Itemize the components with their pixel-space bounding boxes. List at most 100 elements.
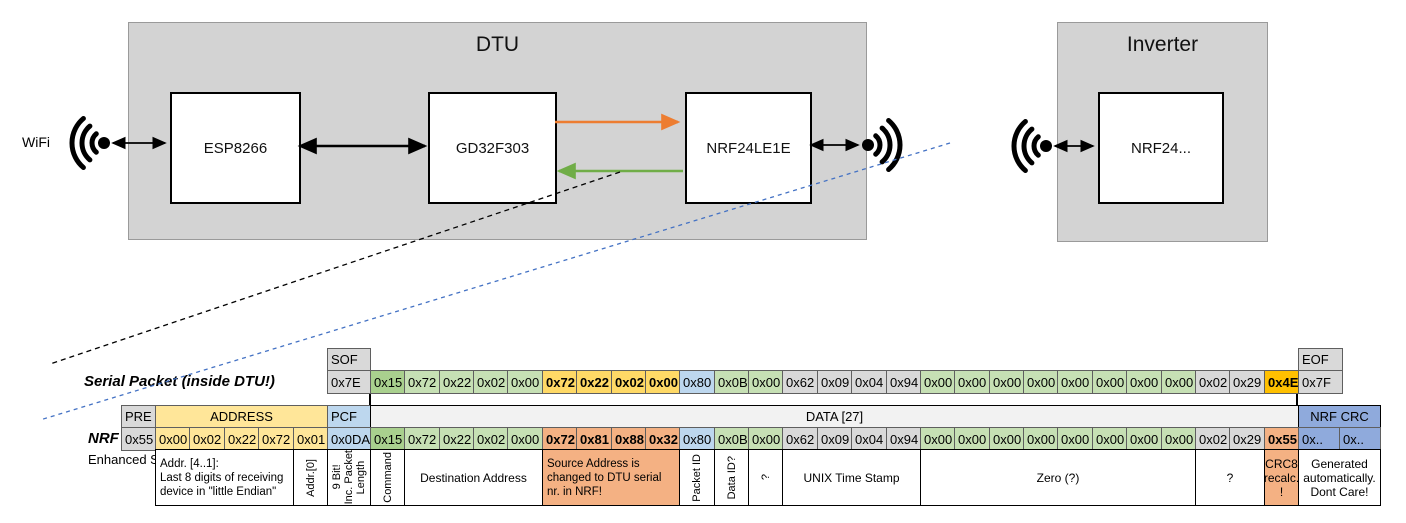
- serial-byte-cell: 0x04: [851, 370, 887, 394]
- nrf-byte-cell: 0x00: [954, 427, 990, 451]
- annotation-cell: Addr.[0]: [293, 449, 328, 506]
- nrf-byte-cell: 0x29: [1229, 427, 1265, 451]
- serial-byte-cell: 0x00: [748, 370, 783, 394]
- annotation-cell: ?: [1195, 449, 1265, 506]
- nrf-crc-value-cell: 0x..: [1339, 427, 1381, 451]
- serial-byte-cell: 0x22: [576, 370, 612, 394]
- address-byte-cell: 0x01: [293, 427, 328, 451]
- serial-byte-cell: 0x00: [989, 370, 1024, 394]
- eof-header-cell: EOF: [1298, 348, 1343, 371]
- annotation-cell: Packet ID: [679, 449, 715, 506]
- nrf-byte-cell: 0x72: [404, 427, 440, 451]
- serial-byte-cell: 0x72: [404, 370, 440, 394]
- nrf-byte-cell: 0x00: [1126, 427, 1162, 451]
- serial-byte-cell: 0x00: [645, 370, 680, 394]
- annotation-cell: Generated automatically. Dont Care!: [1298, 449, 1381, 506]
- nrf-byte-cell: 0x02: [1195, 427, 1230, 451]
- inverter-title: Inverter: [1126, 33, 1199, 56]
- wifi-icon: [1011, 119, 1052, 173]
- serial-byte-cell: 0x00: [920, 370, 955, 394]
- nrf-byte-cell: 0x02: [473, 427, 508, 451]
- nrf-byte-cell: 0x81: [576, 427, 612, 451]
- annotation-cell: Addr. [4..1]: Last 8 digits of receiving…: [155, 449, 294, 506]
- serial-byte-cell: 0x00: [1161, 370, 1196, 394]
- nrf24le1e-label: NRF24LE1E: [706, 139, 791, 157]
- nrf-byte-cell: 0x62: [782, 427, 818, 451]
- annotation-cell: CRC8 recalc. !: [1264, 449, 1299, 506]
- annotation-cell: 9 Bit! Inc. Packet Length: [327, 449, 371, 506]
- address-byte-cell: 0x22: [224, 427, 259, 451]
- nrf-byte-cell: 0x15: [370, 427, 405, 451]
- serial-byte-cell: 0x02: [611, 370, 646, 394]
- nrf-byte-cell: 0x80: [679, 427, 715, 451]
- address-byte-cell: 0x02: [189, 427, 225, 451]
- inverter-nrf24-box: NRF24...: [1098, 92, 1224, 204]
- data-connector-right: [1296, 391, 1298, 406]
- serial-byte-cell: 0x62: [782, 370, 818, 394]
- address-byte-cell: 0x00: [155, 427, 190, 451]
- sof-value-cell: 0x7E: [327, 370, 371, 394]
- nrf-byte-cell: 0x55: [1264, 427, 1299, 451]
- annotation-cell: Data ID?: [714, 449, 749, 506]
- nrf24le1e-box: NRF24LE1E: [685, 92, 812, 204]
- sof-header-cell: SOF: [327, 348, 371, 371]
- nrf-byte-cell: 0x00: [1161, 427, 1196, 451]
- nrf-byte-cell: 0x00: [1092, 427, 1127, 451]
- nrf-byte-cell: 0x00: [748, 427, 783, 451]
- pcf-header-cell: PCF: [327, 405, 371, 428]
- serial-byte-cell: 0x80: [679, 370, 715, 394]
- wifi-icon: [69, 116, 110, 170]
- wifi-icon: [862, 118, 903, 172]
- serial-byte-cell: 0x15: [370, 370, 405, 394]
- eof-value-cell: 0x7F: [1298, 370, 1343, 394]
- serial-byte-cell: 0x00: [1057, 370, 1093, 394]
- nrf-byte-cell: 0x00: [1057, 427, 1093, 451]
- serial-byte-cell: 0x29: [1229, 370, 1265, 394]
- serial-byte-cell: 0x94: [886, 370, 921, 394]
- data-header-cell: DATA [27]: [370, 405, 1299, 428]
- pre-header-cell: PRE: [121, 405, 156, 428]
- annotation-cell: Zero (?): [920, 449, 1196, 506]
- dtu-title: DTU: [475, 33, 520, 56]
- nrf-byte-cell: 0x00: [1023, 427, 1058, 451]
- inverter-nrf24-label: NRF24...: [1130, 139, 1191, 157]
- nrf-byte-cell: 0x04: [851, 427, 887, 451]
- esp8266-label: ESP8266: [203, 139, 268, 157]
- nrf-byte-cell: 0x72: [542, 427, 577, 451]
- pre-value-cell: 0x55: [121, 427, 156, 451]
- nrf-byte-cell: 0x00: [989, 427, 1024, 451]
- gd32f303-label: GD32F303: [455, 139, 530, 157]
- address-header-cell: ADDRESS: [155, 405, 328, 428]
- serial-byte-cell: 0x4E: [1264, 370, 1299, 394]
- nrf-crc-header-cell: NRF CRC: [1298, 405, 1381, 428]
- serial-byte-cell: 0x0B: [714, 370, 749, 394]
- serial-byte-cell: 0x00: [507, 370, 543, 394]
- nrf-byte-cell: 0x09: [817, 427, 852, 451]
- nrf-byte-cell: 0x88: [611, 427, 646, 451]
- annotation-cell: ?: [748, 449, 783, 506]
- serial-byte-cell: 0x02: [1195, 370, 1230, 394]
- pcf-value-cell: 0x0DA: [327, 427, 371, 451]
- serial-byte-cell: 0x22: [439, 370, 474, 394]
- address-byte-cell: 0x72: [258, 427, 294, 451]
- nrf-byte-cell: 0x22: [439, 427, 474, 451]
- nrf-byte-cell: 0x00: [507, 427, 543, 451]
- wifi-label: WiFi: [22, 134, 50, 150]
- nrf-byte-cell: 0x0B: [714, 427, 749, 451]
- serial-byte-cell: 0x02: [473, 370, 508, 394]
- inverter-container-box: Inverter: [1057, 22, 1268, 242]
- serial-byte-cell: 0x72: [542, 370, 577, 394]
- annotation-cell: UNIX Time Stamp: [782, 449, 921, 506]
- serial-byte-cell: 0x00: [954, 370, 990, 394]
- gd32f303-box: GD32F303: [428, 92, 557, 204]
- nrf-byte-cell: 0x32: [645, 427, 680, 451]
- serial-packet-label: Serial Packet (inside DTU!): [84, 373, 275, 390]
- annotation-cell: Command: [370, 449, 405, 506]
- serial-byte-cell: 0x00: [1092, 370, 1127, 394]
- esp8266-box: ESP8266: [170, 92, 301, 204]
- serial-byte-cell: 0x09: [817, 370, 852, 394]
- nrf-crc-value-cell: 0x..: [1298, 427, 1340, 451]
- serial-byte-cell: 0x00: [1126, 370, 1162, 394]
- annotation-cell: Source Address is changed to DTU serial …: [542, 449, 680, 506]
- serial-byte-cell: 0x00: [1023, 370, 1058, 394]
